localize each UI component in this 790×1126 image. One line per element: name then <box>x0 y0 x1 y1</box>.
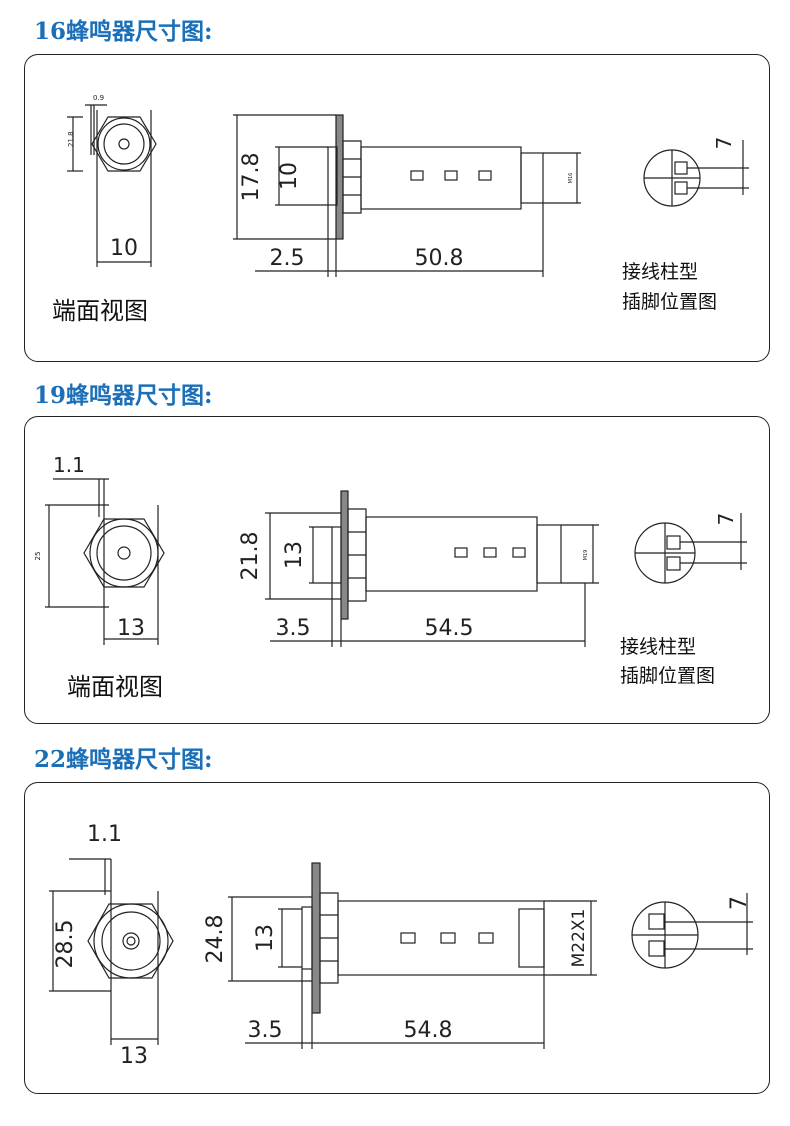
dim-length: 54.8 <box>404 1018 453 1043</box>
body-side <box>365 516 538 592</box>
dim-length: 50.8 <box>415 246 464 271</box>
slot <box>400 932 416 944</box>
sound-hole <box>122 932 140 950</box>
pin-terminal <box>648 913 665 930</box>
dim-side-height: 17.8 <box>239 153 264 202</box>
bezel-side <box>331 526 342 584</box>
nut-side <box>342 140 362 214</box>
bezel-side <box>301 906 313 970</box>
bezel-inner <box>101 911 161 971</box>
slot <box>440 932 456 944</box>
sound-hole <box>118 138 130 150</box>
dim-pin-pitch: 7 <box>714 513 738 526</box>
diagram-panel: 21.8 0.9 10 17.8 10 2.5 50.8 M16 7 端面视图 … <box>24 54 770 362</box>
pin-terminal <box>666 556 681 571</box>
dim-side-inner: 10 <box>277 162 302 190</box>
nut-side <box>347 508 367 602</box>
pin-terminal <box>674 181 688 195</box>
sound-hole <box>117 546 131 560</box>
slot <box>483 547 497 558</box>
slot <box>454 547 468 558</box>
pin-block <box>520 152 544 204</box>
dim-thread: M19 <box>583 550 589 561</box>
dim-thread-gap: 0.9 <box>93 94 104 102</box>
dim-flange: 2.5 <box>270 246 305 271</box>
pin-layout-label: 插脚位置图 <box>620 665 716 687</box>
pin-block <box>518 908 545 968</box>
panel-section <box>340 490 349 620</box>
section-title: 16蜂鸣器尺寸图: <box>34 18 213 45</box>
slot <box>478 932 494 944</box>
slot <box>410 170 424 181</box>
pin-terminal <box>666 535 681 550</box>
dim-flange: 3.5 <box>248 1018 283 1043</box>
dim-thread-gap: 1.1 <box>87 822 122 847</box>
dim-thread: M16 <box>568 173 574 184</box>
panel-section <box>311 862 321 1014</box>
pin-terminal <box>648 940 665 957</box>
dim-pin-pitch: 7 <box>727 896 752 910</box>
hex-nut-outline <box>91 116 157 172</box>
diagram-panel: 1.1 25 13 21.8 13 3.5 54.5 M19 7 端面视图 接线… <box>24 416 770 724</box>
dim-height: 25 <box>34 552 42 561</box>
dim-height: 21.8 <box>67 131 75 147</box>
dim-side-height: 21.8 <box>238 532 263 581</box>
slot <box>478 170 492 181</box>
dim-width: 13 <box>117 616 145 641</box>
hex-nut-outline <box>87 903 174 979</box>
pin-layout-label: 接线柱型 <box>622 261 699 283</box>
dimension-drawing: 1.1 25 13 21.8 13 3.5 54.5 M19 7 <box>34 453 747 647</box>
dim-side-inner: 13 <box>253 924 278 952</box>
dim-pin-pitch: 7 <box>712 137 736 150</box>
bezel-inner <box>103 123 145 165</box>
dim-side-height: 24.8 <box>203 915 228 964</box>
hex-nut-outline <box>83 518 165 588</box>
section-title: 19蜂鸣器尺寸图: <box>34 382 213 409</box>
front-view-label: 端面视图 <box>52 297 148 325</box>
dim-width: 13 <box>120 1044 148 1069</box>
dim-height: 28.5 <box>53 920 78 969</box>
sound-hole <box>126 936 136 946</box>
dim-length: 54.5 <box>425 616 474 641</box>
dim-thread: M22X1 <box>569 909 589 968</box>
section-title: 22蜂鸣器尺寸图: <box>34 746 213 773</box>
body-side <box>360 146 522 210</box>
bezel-side <box>327 146 338 206</box>
dim-side-inner: 13 <box>282 541 307 569</box>
pin-terminal <box>674 161 688 175</box>
bezel-ring <box>97 117 151 171</box>
bezel-ring <box>93 903 169 979</box>
dimension-drawing: 1.1 28.5 13 24.8 13 3.5 54.8 M22X1 7 <box>49 822 753 1069</box>
dim-thread-gap: 1.1 <box>53 453 85 477</box>
nut-side <box>319 892 339 984</box>
dim-flange: 3.5 <box>276 616 311 641</box>
bezel-ring <box>89 518 159 588</box>
diagram-panel: 1.1 28.5 13 24.8 13 3.5 54.8 M22X1 7 <box>24 782 770 1094</box>
dimension-drawing: 21.8 0.9 10 17.8 10 2.5 50.8 M16 7 <box>67 94 749 277</box>
front-view-label: 端面视图 <box>67 673 163 701</box>
pin-layout-label: 插脚位置图 <box>622 291 718 313</box>
slot <box>444 170 458 181</box>
pin-block <box>536 524 562 584</box>
pin-layout-label: 接线柱型 <box>620 636 697 658</box>
bezel-inner <box>96 525 152 581</box>
slot <box>512 547 526 558</box>
dim-width: 10 <box>110 236 138 261</box>
